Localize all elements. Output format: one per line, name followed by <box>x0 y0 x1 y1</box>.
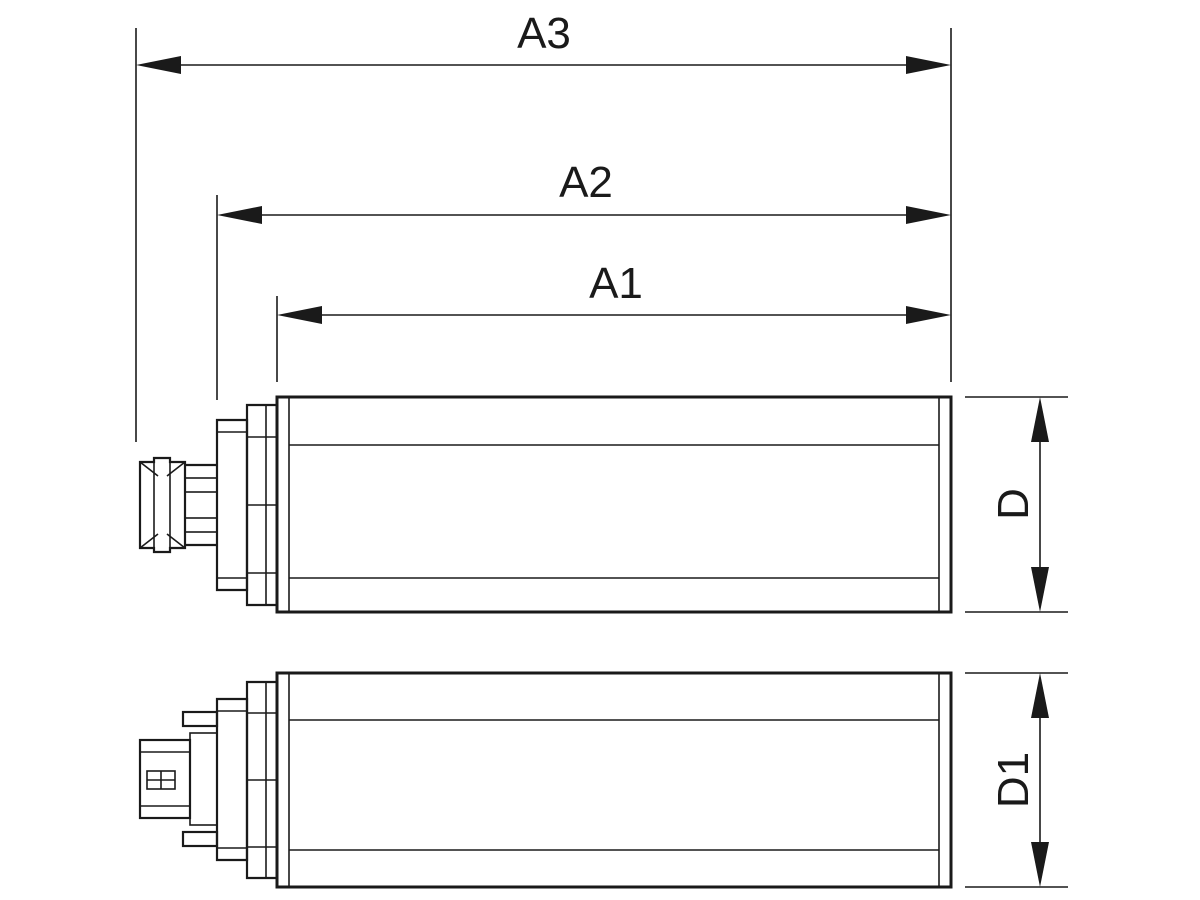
lamp-tube-top <box>275 395 953 614</box>
dimension-label-a2: A2 <box>559 158 613 207</box>
lamp-base-top <box>215 403 279 607</box>
lamp-top-view <box>138 395 953 614</box>
dimension-label-d: D <box>989 488 1038 520</box>
dimension-a3: A3 <box>136 9 951 74</box>
dimension-a1: A1 <box>277 259 951 324</box>
lamp-base-side <box>215 680 279 880</box>
lamp-side-view <box>138 671 953 889</box>
dimension-label-a1: A1 <box>589 259 643 308</box>
extension-lines <box>135 28 1068 888</box>
dimension-label-d1: D1 <box>989 752 1038 808</box>
lamp-tube-side <box>275 671 953 889</box>
dimension-a2: A2 <box>217 158 951 224</box>
lamp-pin-plug-top <box>138 456 218 554</box>
dimension-d: D <box>989 397 1049 612</box>
lamp-pin-plug-side <box>138 710 219 848</box>
dimension-label-a3: A3 <box>517 9 571 58</box>
dimension-d1: D1 <box>989 673 1049 887</box>
